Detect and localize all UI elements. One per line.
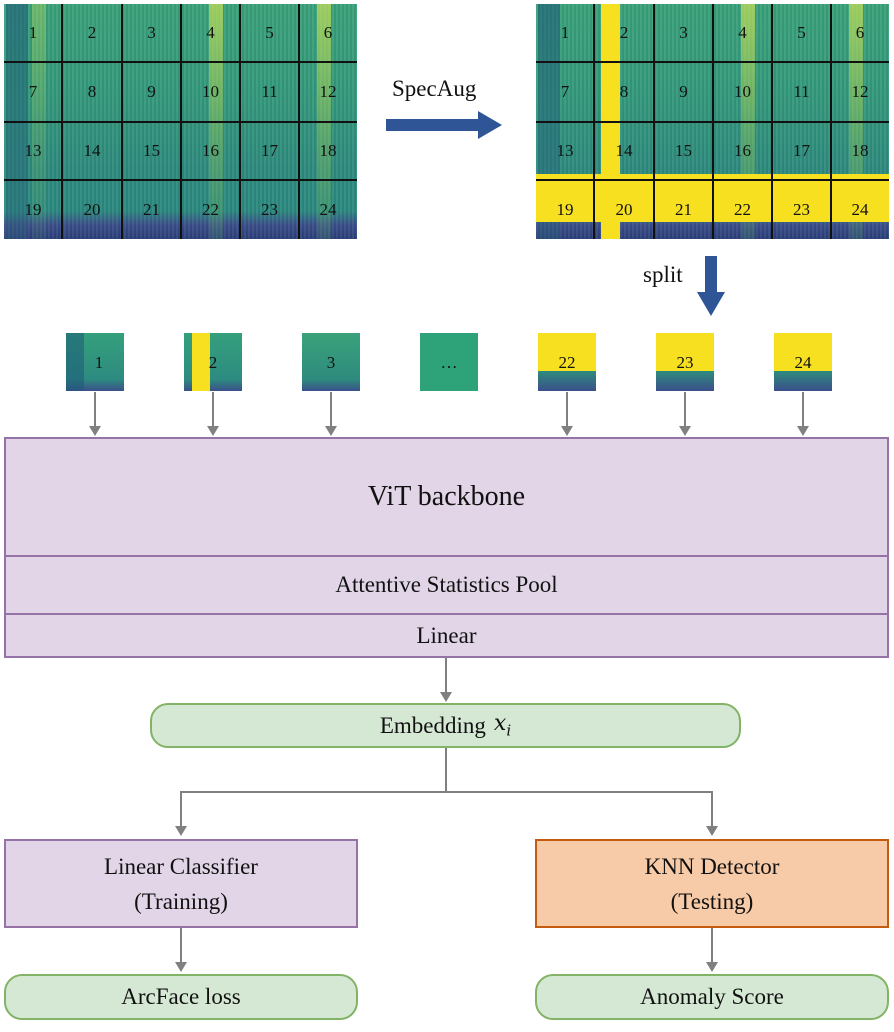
arrow-head-icon	[679, 426, 691, 436]
embedding-label: Embedding	[379, 712, 486, 738]
augmented-grid-cell-7: 7	[560, 82, 570, 101]
augmented-grid-cell-9: 9	[679, 82, 688, 101]
original-grid-cell-12: 12	[319, 82, 337, 101]
specaug-label: SpecAug	[392, 76, 477, 101]
original-grid-cell-17: 17	[261, 141, 278, 160]
patch-arrow-line	[566, 392, 568, 426]
knn-detector-box: KNN Detector (Testing)	[535, 839, 889, 928]
vit-backbone-label: ViT backbone	[367, 481, 526, 512]
original-grid-cell-24: 24	[319, 200, 337, 219]
original-grid-cell-7: 7	[28, 82, 38, 101]
patch-3: 3	[302, 333, 360, 391]
patch-1: 1	[66, 333, 124, 391]
patch-arrow-line	[802, 392, 804, 426]
detector-title: KNN Detector	[644, 853, 780, 879]
original-grid-cell-10: 10	[202, 82, 219, 101]
arcface-loss-box: ArcFace loss	[4, 974, 358, 1020]
split-arrow-icon	[697, 256, 725, 316]
arrow-head-icon	[706, 962, 718, 972]
patch-arrow-line	[684, 392, 686, 426]
augmented-grid-cell-14: 14	[615, 141, 633, 160]
original-grid-cell-2: 2	[87, 23, 97, 42]
augmented-grid-cell-11: 11	[793, 82, 810, 101]
augmented-grid-cell-22: 22	[734, 200, 751, 219]
patch-24: 24	[774, 333, 832, 391]
attentive-pool-label: Attentive Statistics Pool	[335, 572, 558, 597]
augmented-grid-cell-19: 19	[556, 200, 574, 219]
original-grid-cell-19: 19	[24, 200, 42, 219]
anomaly-score-box: Anomaly Score	[535, 974, 889, 1020]
original-grid-cell-18: 18	[319, 141, 337, 160]
augmented-grid-cell-20: 20	[615, 200, 633, 219]
augmented-grid-cell-16: 16	[734, 141, 751, 160]
augmented-grid-cell-6: 6	[855, 23, 865, 42]
arrow-head-icon	[207, 426, 219, 436]
augmented-grid-cell-10: 10	[734, 82, 751, 101]
augmented-grid-cell-17: 17	[793, 141, 810, 160]
arrow-head-icon	[706, 826, 718, 836]
classifier-mode: (Training)	[134, 888, 228, 914]
original-grid-cell-16: 16	[202, 141, 219, 160]
linear-classifier-box: Linear Classifier (Training)	[4, 839, 358, 928]
anomaly-label: Anomaly Score	[640, 984, 784, 1009]
original-grid-cell-1: 1	[28, 23, 38, 42]
patch-2: 2	[184, 333, 242, 391]
original-grid-cell-3: 3	[147, 23, 156, 42]
original-grid-cell-11: 11	[261, 82, 278, 101]
patch-23: 23	[656, 333, 714, 391]
arcface-label: ArcFace loss	[121, 984, 241, 1009]
original-grid-cell-14: 14	[83, 141, 101, 160]
augmented-grid-cell-2: 2	[619, 23, 629, 42]
patch-arrow-line	[330, 392, 332, 426]
augmented-grid-cell-12: 12	[851, 82, 869, 101]
original-grid-cell-5: 5	[265, 23, 274, 42]
augmented-grid-cell-23: 23	[793, 200, 810, 219]
augmented-grid-cell-13: 13	[556, 141, 574, 160]
embedding-math: xi	[493, 711, 512, 740]
patch-ellipsis: …	[420, 333, 478, 391]
augmented-grid-cell-24: 24	[851, 200, 869, 219]
arrow-head-icon	[175, 962, 187, 972]
augmented-grid-cell-3: 3	[679, 23, 688, 42]
original-grid-cell-13: 13	[24, 141, 42, 160]
original-grid-cell-4: 4	[206, 23, 215, 42]
arrow-head-icon	[561, 426, 573, 436]
original-grid-cell-6: 6	[323, 23, 333, 42]
patch-arrow-line	[212, 392, 214, 426]
original-grid-cell-9: 9	[147, 82, 156, 101]
vit-backbone-box: ViT backbone	[4, 437, 889, 557]
original-grid-cell-23: 23	[261, 200, 278, 219]
linear-label: Linear	[416, 622, 477, 648]
original-grid-cell-21: 21	[143, 200, 160, 219]
patch-22: 22	[538, 333, 596, 391]
attentive-pool-box: Attentive Statistics Pool	[4, 555, 889, 615]
arrow-head-icon	[797, 426, 809, 436]
original-grid-cell-20: 20	[83, 200, 101, 219]
augmented-grid-cell-15: 15	[675, 141, 692, 160]
augmented-grid-cell-5: 5	[797, 23, 806, 42]
classifier-title: Linear Classifier	[104, 853, 258, 879]
augmented-grid-cell-1: 1	[560, 23, 570, 42]
arrow-head-icon	[175, 826, 187, 836]
patch-arrow-line	[94, 392, 96, 426]
embedding-box: Embedding xi	[150, 703, 741, 748]
original-grid-cell-15: 15	[143, 141, 160, 160]
specaug-arrow-icon	[386, 111, 502, 139]
augmented-grid-cell-4: 4	[738, 23, 747, 42]
split-label: split	[643, 262, 683, 287]
arrow-head-icon	[440, 692, 452, 702]
original-grid-cell-22: 22	[202, 200, 219, 219]
augmented-grid-cell-18: 18	[851, 141, 869, 160]
arrow-head-icon	[325, 426, 337, 436]
arrow-head-icon	[89, 426, 101, 436]
augmented-grid-cell-8: 8	[619, 82, 629, 101]
original-grid-cell-8: 8	[87, 82, 97, 101]
linear-box: Linear	[4, 613, 889, 658]
augmented-grid-cell-21: 21	[675, 200, 692, 219]
detector-mode: (Testing)	[670, 888, 754, 914]
